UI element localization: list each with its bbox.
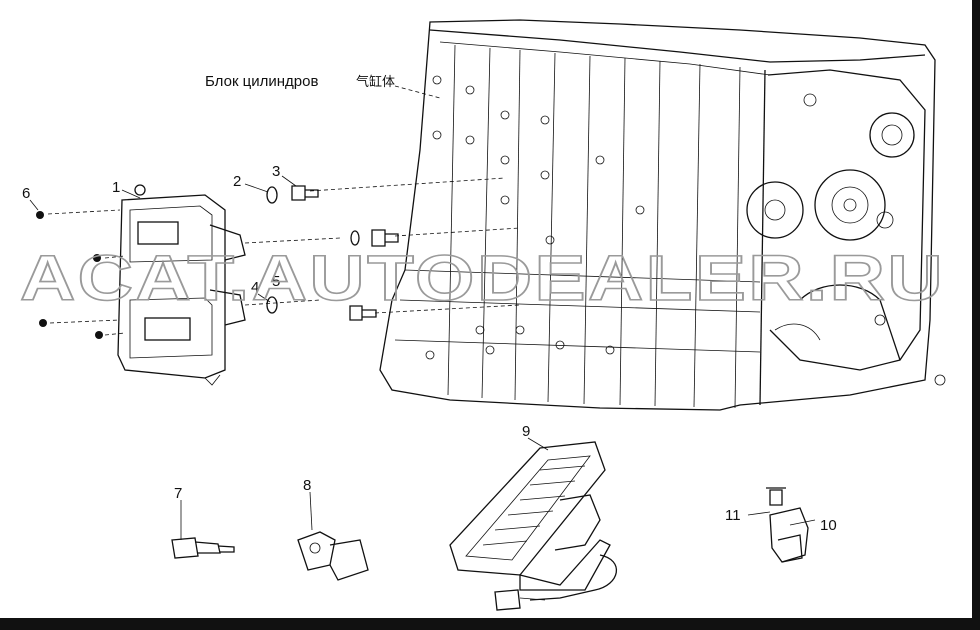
callout-5: 5: [272, 273, 280, 290]
callout-10: 10: [820, 517, 837, 534]
part-9-pedal: [449, 437, 618, 611]
ecu-module: [117, 184, 246, 386]
callout-4: 4: [251, 279, 259, 296]
callout-7: 7: [174, 485, 182, 502]
callout-3: 3: [272, 163, 280, 180]
cylinder-block: [379, 19, 946, 411]
block-label-ru: Блок цилиндров: [205, 73, 318, 90]
callout-9: 9: [522, 423, 530, 440]
part-10-11-sensor: [747, 487, 816, 563]
callout-11: 11: [725, 507, 741, 524]
part-8-sensor: [297, 491, 369, 581]
watermark: ACAT.AUTODEALER.RU: [20, 242, 945, 314]
screw-dots: [36, 211, 103, 339]
callout-2: 2: [233, 173, 241, 190]
block-label-leader: [394, 85, 441, 99]
frame-right-bar: [972, 0, 980, 630]
bolts-and-washers: [266, 185, 399, 321]
callout-8: 8: [303, 477, 311, 494]
block-label-cn: 气缸体: [356, 74, 395, 89]
callout-6: 6: [22, 185, 30, 202]
callouts: 1 2 3 4 5 6 7 8 9 10 11: [22, 163, 837, 534]
frame-bottom-bar: [0, 618, 980, 630]
assembly-leaders: [47, 177, 521, 336]
callout-1: 1: [112, 179, 120, 196]
part-7-sensor: [171, 500, 235, 559]
